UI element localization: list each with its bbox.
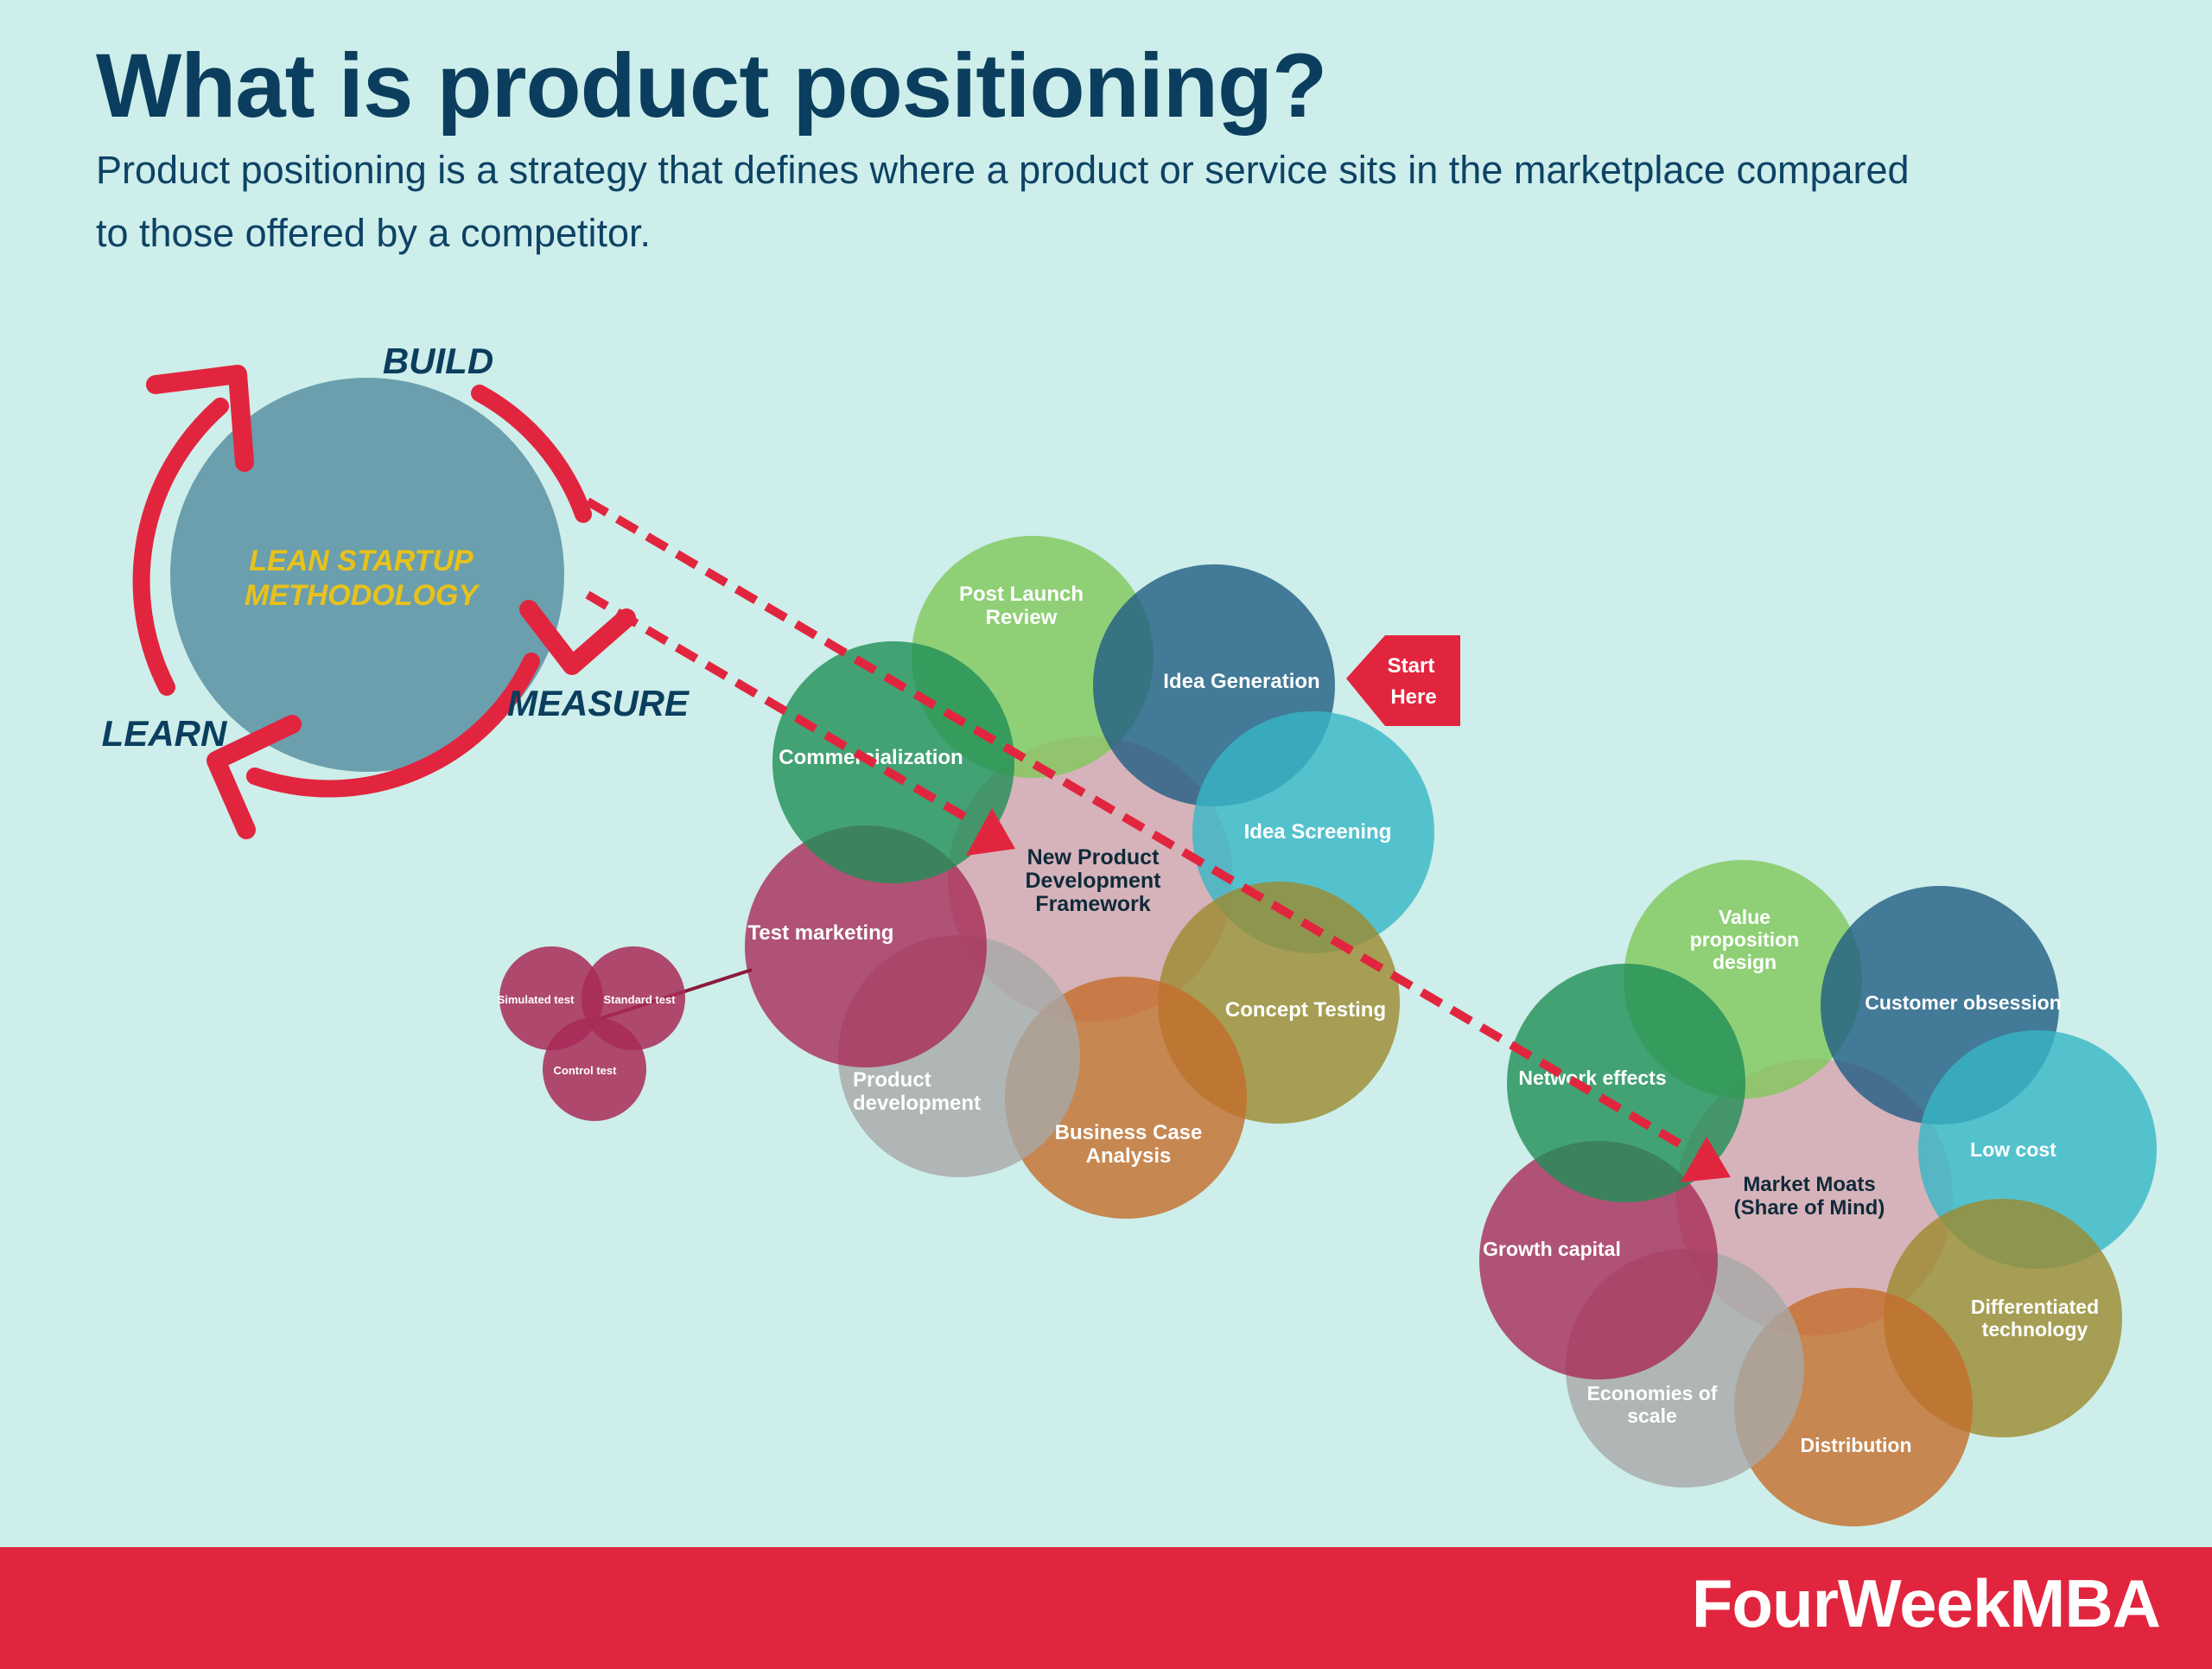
test-marketing-circle bbox=[745, 825, 987, 1067]
control-test-label: Control test bbox=[554, 1064, 618, 1077]
differentiated-technology-label-2: technology bbox=[1982, 1318, 2088, 1341]
lean-to-npd-arrow bbox=[585, 590, 975, 825]
connector-arrows bbox=[585, 497, 1731, 1182]
footer-bar: FourWeekMBA bbox=[0, 1547, 2212, 1669]
distribution-label: Distribution bbox=[1800, 1434, 1911, 1456]
npd-cluster: New Product Development Framework Post L… bbox=[745, 536, 1434, 1219]
post-launch-label-2: Review bbox=[986, 606, 1058, 629]
lean-to-moats-arrow bbox=[585, 497, 1692, 1154]
build-arrow bbox=[471, 385, 592, 523]
growth-capital-label: Growth capital bbox=[1483, 1238, 1621, 1260]
moats-cluster: Market Moats (Share of Mind) Value propo… bbox=[1479, 860, 2157, 1526]
commercialization-circle bbox=[772, 641, 1014, 883]
build-label: BUILD bbox=[383, 341, 493, 381]
differentiated-technology-label-1: Differentiated bbox=[1971, 1296, 2099, 1318]
business-case-label-2: Analysis bbox=[1086, 1144, 1172, 1168]
lean-to-moats-arrow-head bbox=[1681, 1137, 1731, 1182]
business-case-label-1: Business Case bbox=[1055, 1121, 1203, 1144]
lean-to-npd-arrow-head bbox=[966, 808, 1015, 856]
moats-center-line-1: Market Moats bbox=[1743, 1173, 1875, 1196]
learn-label: LEARN bbox=[102, 713, 228, 754]
npd-center-line-1: New Product bbox=[1027, 845, 1160, 870]
measure-arrow bbox=[246, 653, 540, 798]
standard-test-label: Standard test bbox=[603, 993, 676, 1006]
post-launch-label-1: Post Launch bbox=[959, 583, 1084, 606]
learn-arrow-head bbox=[146, 365, 254, 472]
npd-center-line-3: Framework bbox=[1035, 892, 1150, 916]
lean-startup-circle bbox=[170, 378, 564, 772]
growth-capital-circle bbox=[1479, 1141, 1718, 1379]
start-label: Start bbox=[1388, 654, 1435, 678]
lean-cycle: LEAN STARTUP METHODOLOGY BUILD MEASURE L… bbox=[102, 341, 690, 839]
control-test-circle bbox=[543, 1017, 646, 1121]
network-effects-label: Network effects bbox=[1518, 1067, 1666, 1089]
page-title: What is product positioning? bbox=[96, 35, 1327, 137]
start-here-marker: Start Here bbox=[1346, 635, 1460, 726]
value-proposition-label-3: design bbox=[1713, 951, 1777, 973]
tests-cluster: Simulated test Standard test Control tes… bbox=[498, 946, 753, 1121]
measure-arrow-head bbox=[519, 600, 636, 675]
value-proposition-label-2: proposition bbox=[1690, 928, 1799, 951]
page-subtitle: Product positioning is a strategy that d… bbox=[96, 148, 1910, 255]
economies-of-scale-label-1: Economies of bbox=[1587, 1382, 1718, 1405]
low-cost-label: Low cost bbox=[1970, 1138, 2056, 1161]
economies-of-scale-label-2: scale bbox=[1627, 1405, 1677, 1427]
lean-center-line-1: LEAN STARTUP bbox=[249, 545, 474, 577]
learn-arrow bbox=[132, 398, 229, 696]
idea-screening-label: Idea Screening bbox=[1244, 820, 1392, 844]
customer-obsession-label: Customer obsession bbox=[1865, 991, 2062, 1014]
measure-label: MEASURE bbox=[507, 683, 690, 723]
value-proposition-label-1: Value bbox=[1719, 906, 1770, 928]
product-development-label-2: development bbox=[853, 1092, 981, 1115]
lean-center-line-2: METHODOLOGY bbox=[245, 579, 480, 612]
simulated-test-label: Simulated test bbox=[498, 993, 575, 1006]
npd-center-circle bbox=[948, 736, 1233, 1022]
network-effects-circle bbox=[1507, 964, 1745, 1202]
build-arrow-head bbox=[207, 715, 302, 839]
idea-generation-label: Idea Generation bbox=[1163, 670, 1319, 693]
product-development-label-1: Product bbox=[853, 1068, 931, 1092]
here-label: Here bbox=[1390, 685, 1436, 709]
concept-testing-label: Concept Testing bbox=[1225, 998, 1386, 1022]
brand-logo: FourWeekMBA bbox=[1691, 1565, 2161, 1641]
test-marketing-label: Test marketing bbox=[748, 921, 894, 945]
moats-center-line-2: (Share of Mind) bbox=[1734, 1196, 1885, 1220]
npd-center-line-2: Development bbox=[1026, 869, 1162, 893]
